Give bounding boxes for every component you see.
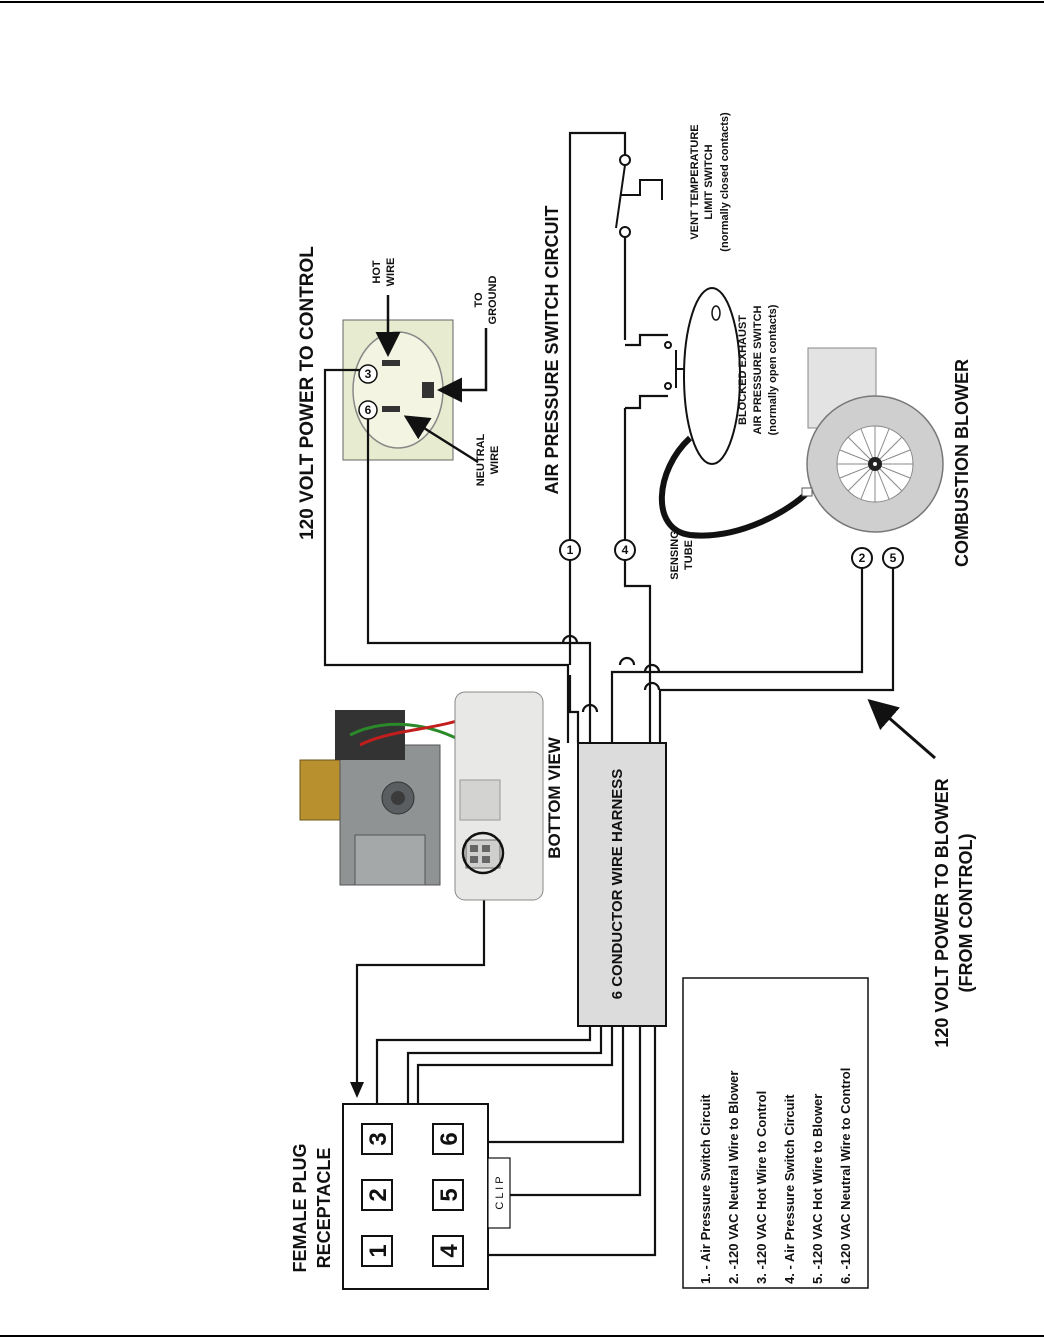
air-pressure-switch <box>664 287 741 465</box>
blower-terminal-5 <box>882 547 904 569</box>
circuit-terminal-4-label: 4 <box>622 543 629 557</box>
ground-label-line1: TO <box>473 292 485 308</box>
hot-wire-label-line2: WIRE <box>385 258 397 287</box>
circuit-terminal-1-label: 1 <box>567 543 574 557</box>
outlet-terminal-hot: 3 <box>365 367 372 381</box>
bottom-rule <box>0 1335 1044 1337</box>
neutral-wire-label-line1: NEUTRAL <box>475 433 487 486</box>
plug-pin-1: 1 <box>365 1244 392 1257</box>
plug-pin-6: 6 <box>436 1132 463 1145</box>
vent-switch-label-line1: VENT TEMPERATURE <box>689 124 701 239</box>
gas-valve-image <box>299 691 544 901</box>
vent-temperature-switch <box>615 154 663 238</box>
circuit-terminal-1 <box>559 539 581 561</box>
legend-item-1: 1. - Air Pressure Switch Circuit <box>698 1094 713 1284</box>
wire-crossovers <box>561 634 661 713</box>
title-power-to-blower-line1: 120 VOLT POWER TO BLOWER <box>932 778 952 1047</box>
blower-terminal-2-label: 2 <box>859 551 866 565</box>
hot-wire-label-line1: HOT <box>371 260 383 284</box>
vent-switch-label-line2: LIMIT SWITCH <box>703 144 715 219</box>
plug-pin-2: 2 <box>365 1188 392 1201</box>
wire-harness-box <box>577 742 667 1027</box>
top-rule <box>0 1 1044 3</box>
legend-item-5: 5. -120 VAC Hot Wire to Blower <box>810 1094 825 1284</box>
sensing-tube <box>658 435 811 539</box>
plug-pin-4: 4 <box>436 1244 463 1258</box>
sensing-tube-label-line1: SENSING <box>669 530 681 580</box>
plug-connector-arrow <box>350 1082 364 1098</box>
ground-arrow <box>437 328 488 403</box>
plug-clip-label: C L I P <box>494 1176 506 1209</box>
legend-item-4: 4. - Air Pressure Switch Circuit <box>782 1094 797 1284</box>
plug-pins <box>361 1123 464 1267</box>
pressure-switch-label-line2: AIR PRESSURE SWITCH <box>752 305 764 434</box>
blower-power-arrow <box>867 699 936 760</box>
blower-terminal-5-label: 5 <box>890 551 897 565</box>
plug-pin-3: 3 <box>365 1132 392 1145</box>
wall-outlet <box>342 319 454 461</box>
neutral-arrow <box>403 415 479 464</box>
title-bottom-view: BOTTOM VIEW <box>545 736 564 858</box>
combustion-blower-graphic <box>801 347 944 533</box>
neutral-wire-label-line2: WIRE <box>489 446 501 475</box>
title-air-pressure-circuit: AIR PRESSURE SWITCH CIRCUIT <box>542 205 562 494</box>
legend-box <box>682 977 869 1289</box>
legend-item-3: 3. -120 VAC Hot Wire to Control <box>754 1091 769 1284</box>
title-female-plug-line1: FEMALE PLUG <box>290 1144 310 1273</box>
legend-item-2: 2. -120 VAC Neutral Wire to Blower <box>726 1071 741 1284</box>
vent-switch-label-line3: (normally closed contacts) <box>719 112 731 252</box>
title-power-to-blower-line2: (FROM CONTROL) <box>956 834 976 993</box>
sensing-tube-label-line2: TUBE <box>683 540 695 570</box>
plug-clip <box>487 1157 511 1229</box>
legend-item-6: 6. -120 VAC Neutral Wire to Control <box>838 1068 853 1284</box>
title-female-plug-line2: RECEPTACLE <box>314 1148 334 1269</box>
plug-pin-5: 5 <box>436 1188 463 1201</box>
ground-label-line2: GROUND <box>487 276 499 325</box>
blower-terminal-2 <box>851 547 873 569</box>
pressure-switch-label-line1: BLOCKED EXHAUST <box>737 315 749 425</box>
circuit-terminal-4 <box>614 539 636 561</box>
wire-harness-label: 6 CONDUCTOR WIRE HARNESS <box>609 769 626 1000</box>
pressure-switch-label-line3: (normally open contacts) <box>767 304 779 435</box>
title-power-to-control: 120 VOLT POWER TO CONTROL <box>297 246 318 540</box>
title-combustion-blower: COMBUSTION BLOWER <box>952 359 972 567</box>
outlet-terminal-neutral: 6 <box>365 403 372 417</box>
